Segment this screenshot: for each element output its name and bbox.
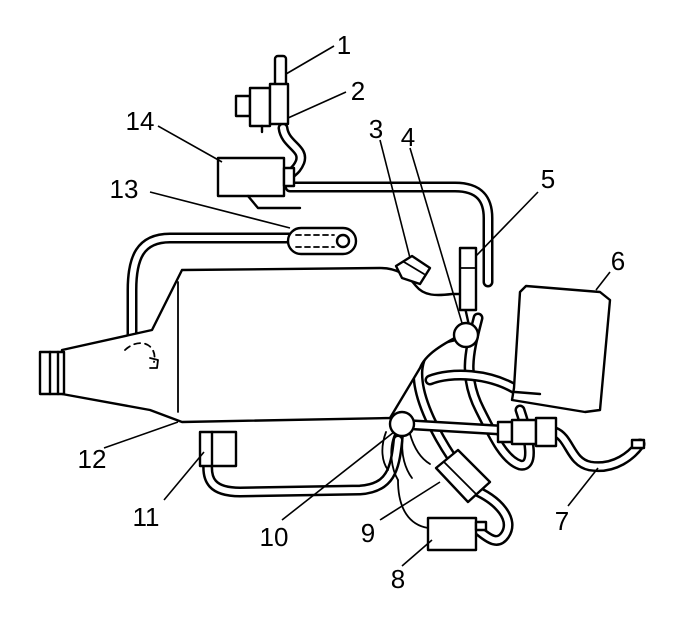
callout-5: 5: [541, 164, 555, 194]
callout-7: 7: [555, 506, 569, 536]
fuel-tank: [38, 266, 472, 424]
callout-11: 11: [133, 502, 160, 532]
leader-4: [409, 147, 463, 324]
leader-2: [287, 91, 347, 119]
hose-group: [126, 122, 646, 546]
leader-14: [157, 125, 223, 163]
leader-5: [475, 191, 539, 257]
vent-pipe-end: [630, 438, 646, 450]
callout-10: 10: [260, 522, 289, 552]
leader-11: [163, 451, 205, 501]
callout-1: 1: [337, 30, 351, 60]
component-6-canister: [510, 284, 612, 414]
leader-7: [567, 467, 599, 507]
callout-9: 9: [361, 518, 375, 548]
component-2-valve: [234, 82, 290, 134]
callout-13: 13: [110, 174, 139, 204]
filler-neck-flange: [38, 350, 66, 396]
component-5-valve: [458, 246, 478, 312]
leader-3: [379, 139, 411, 259]
component-11-sensor: [198, 430, 238, 468]
callout-6: 6: [611, 246, 625, 276]
component-10-junction: [381, 410, 431, 481]
callout-3: 3: [369, 114, 383, 144]
leader-8: [401, 539, 433, 567]
leader-6: [595, 271, 611, 291]
leader-9: [379, 481, 441, 521]
callout-4: 4: [401, 122, 415, 152]
fuel-tank-body: [60, 266, 472, 424]
component-1-tube: [273, 54, 288, 88]
component-14-module: [216, 156, 302, 210]
callout-12: 12: [78, 444, 107, 474]
leader-1: [285, 45, 335, 75]
fill-pipe-inner: [124, 342, 156, 363]
callout-8: 8: [391, 564, 405, 594]
component-9-valve: [434, 448, 492, 504]
leader-lines: [103, 45, 611, 567]
component-8-module: [397, 479, 488, 552]
leader-10: [281, 431, 395, 521]
callout-2: 2: [351, 76, 365, 106]
vent-valve: [496, 416, 558, 448]
leader-13: [149, 191, 291, 229]
callout-14: 14: [126, 106, 155, 136]
component-4-connector: [452, 321, 480, 349]
leader-12: [103, 421, 179, 449]
callout-labels: 1 2 3 4 5 6 7 8 9 10 11 12 13 14: [78, 30, 626, 594]
component-13-sensor: [286, 226, 358, 256]
